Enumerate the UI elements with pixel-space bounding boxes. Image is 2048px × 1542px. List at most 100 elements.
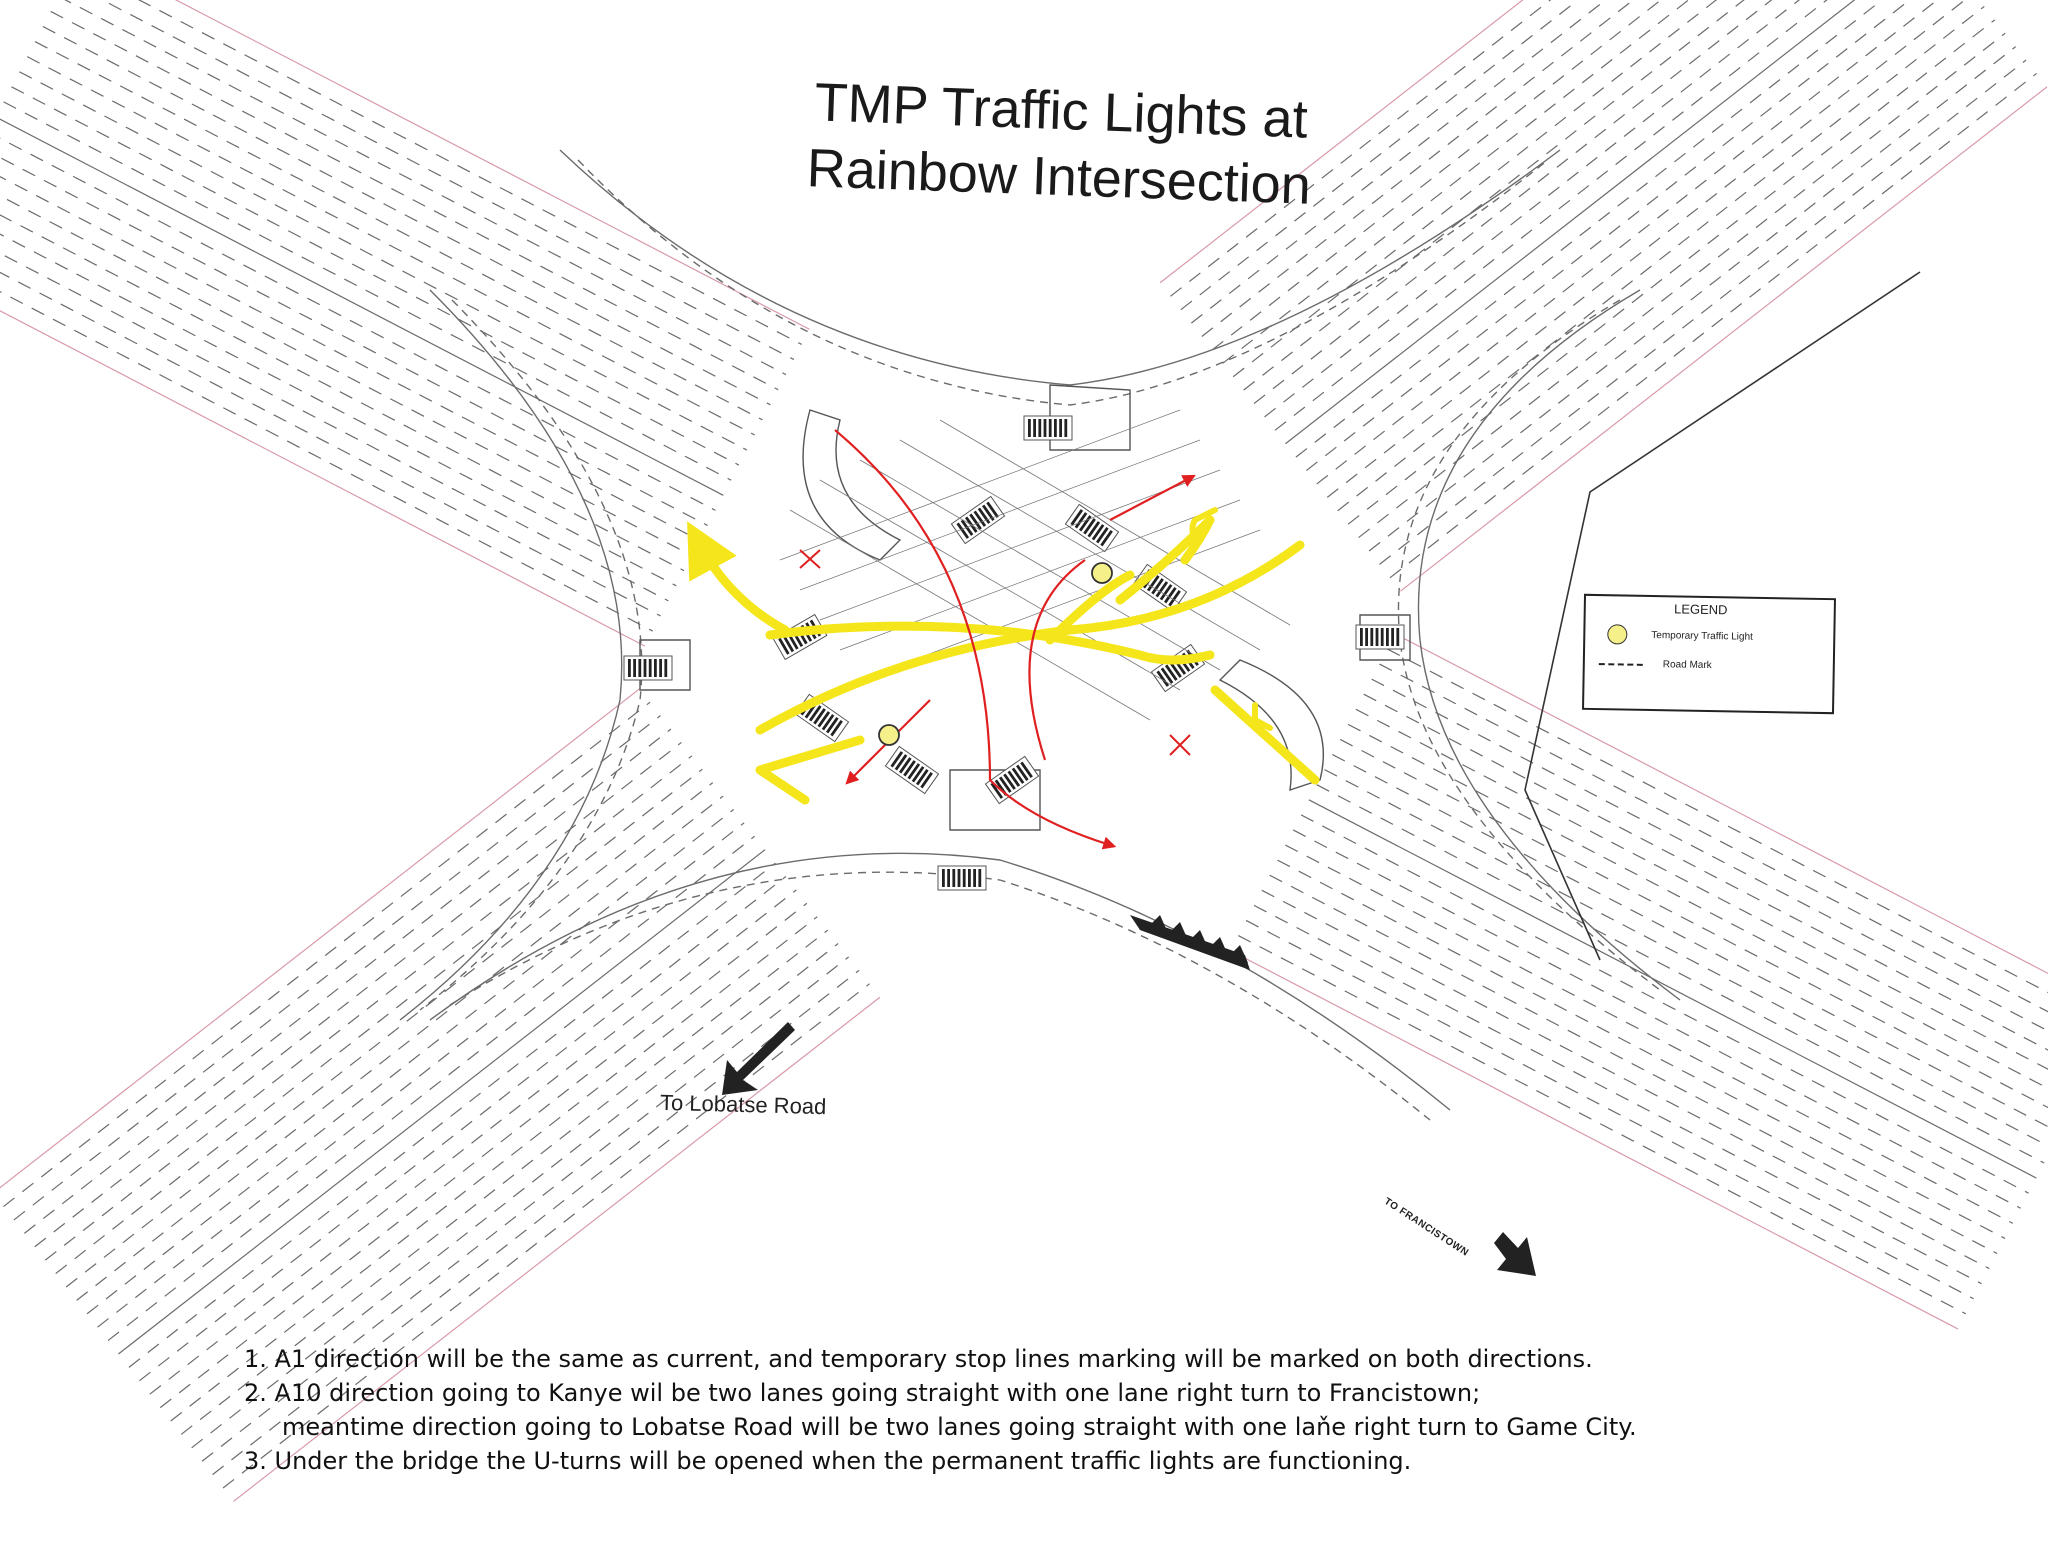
traffic-lights — [878, 562, 1113, 746]
road-line — [64, 0, 787, 376]
road-line — [1264, 0, 1801, 418]
road-line — [11, 86, 740, 466]
road-line — [1305, 0, 1911, 472]
legend-item-road-mark: Road Mark — [1598, 658, 1712, 672]
road-line — [0, 214, 685, 572]
road-line — [1387, 648, 2048, 994]
road-line — [1347, 723, 2048, 1090]
road-line — [13, 715, 661, 1221]
road-line — [1394, 633, 2048, 975]
road-line — [1316, 784, 2045, 1164]
road-line — [0, 118, 724, 496]
road-line — [222, 983, 870, 1489]
road-line — [42, 25, 771, 406]
road-line — [1337, 5, 1985, 512]
road-line — [0, 688, 640, 1189]
road-line — [1274, 0, 1828, 431]
road-line — [76, 795, 724, 1301]
road-line — [3, 701, 651, 1208]
road-line — [1332, 754, 2048, 1128]
road-line — [1368, 46, 2017, 552]
arrow-to-lobatse — [722, 1022, 795, 1095]
road-line — [180, 929, 829, 1435]
road-line — [1308, 799, 2037, 1179]
page-title: TMP Traffic Lights at Rainbow Intersecti… — [698, 65, 1422, 222]
road-line — [1269, 874, 1998, 1255]
road-line — [1379, 59, 2027, 565]
road-line — [1232, 0, 1718, 378]
zebra-crossing — [1023, 415, 1073, 441]
road-line — [1363, 693, 2048, 1051]
road-line — [0, 310, 646, 647]
chevron-hatching — [1130, 915, 1250, 970]
road-line — [149, 889, 797, 1395]
road-line — [55, 768, 703, 1275]
road-line — [19, 71, 748, 451]
road-line — [97, 822, 745, 1328]
zebra-crossing — [1064, 503, 1120, 553]
intersection-grid — [779, 409, 1291, 721]
building-outline — [1524, 271, 1921, 961]
legend-heading: LEGEND — [1673, 601, 1728, 618]
road-line — [1355, 708, 2048, 1070]
road-line — [0, 175, 701, 542]
road-line — [3, 101, 732, 481]
road-line — [1222, 0, 1690, 364]
road-line — [118, 849, 766, 1355]
road-line — [1389, 72, 2037, 579]
dashed-line-icon — [1598, 662, 1643, 666]
road-lines — [0, 0, 2048, 1502]
road-line — [191, 943, 839, 1449]
road-line — [1285, 0, 1856, 445]
road-line — [201, 956, 850, 1462]
road-line — [1285, 844, 2014, 1224]
note-item: 2. A10 direction going to Kanye wil be t… — [244, 1379, 1481, 1407]
yellow-routes — [687, 507, 1320, 805]
junction-kerbs — [399, 149, 1681, 1121]
road-line — [1371, 678, 2048, 1032]
road-line — [212, 969, 860, 1476]
road-line — [1400, 86, 2048, 592]
zebra-crossings — [623, 415, 1405, 891]
road-line — [1180, 0, 1579, 311]
road-line — [138, 875, 787, 1382]
road-line — [34, 741, 682, 1248]
zebra-crossing — [623, 655, 673, 681]
road-line — [1237, 934, 1967, 1315]
label-to-lobatse-road: To Lobatse Road — [659, 1089, 827, 1120]
road-line — [1379, 663, 2048, 1013]
traffic-light-marker — [1091, 562, 1113, 584]
road-line — [1190, 0, 1607, 324]
road-line — [0, 233, 677, 587]
road-line — [50, 10, 779, 391]
road-line — [107, 835, 755, 1342]
legend-item-label: Temporary Traffic Light — [1651, 629, 1753, 643]
road-line — [1316, 0, 1939, 485]
road-line — [0, 290, 653, 632]
direction-arrows — [722, 1022, 1536, 1276]
legend-item-label: Road Mark — [1662, 659, 1712, 672]
legend-box: LEGEND Temporary Traffic Light Road Mark — [1582, 593, 1836, 715]
arrow-to-francistown — [1494, 1232, 1536, 1276]
road-line — [1358, 32, 2006, 539]
zebra-crossing — [950, 495, 1006, 545]
legend-item-traffic-light: Temporary Traffic Light — [1599, 624, 1753, 647]
road-line — [1170, 0, 1552, 297]
road-line — [1324, 769, 2048, 1147]
road-line — [23, 728, 672, 1234]
note-item: 1. A1 direction will be the same as curr… — [244, 1345, 1593, 1373]
road-line — [128, 862, 776, 1368]
zebra-crossing — [1150, 643, 1206, 693]
zebra-crossing — [984, 755, 1040, 805]
road-line — [233, 996, 881, 1502]
road-line — [1292, 829, 2021, 1209]
road-line — [1230, 950, 1959, 1330]
notes-list: 1. A1 direction will be the same as curr… — [244, 1342, 1804, 1478]
road-line — [1326, 0, 1966, 498]
note-item-continuation: meantime direction going to Lobatse Road… — [282, 1413, 1637, 1441]
road-line — [174, 0, 810, 330]
zebra-crossing — [884, 745, 940, 795]
road-line — [0, 252, 669, 602]
road-line — [1243, 0, 1745, 391]
road-line — [44, 755, 693, 1261]
